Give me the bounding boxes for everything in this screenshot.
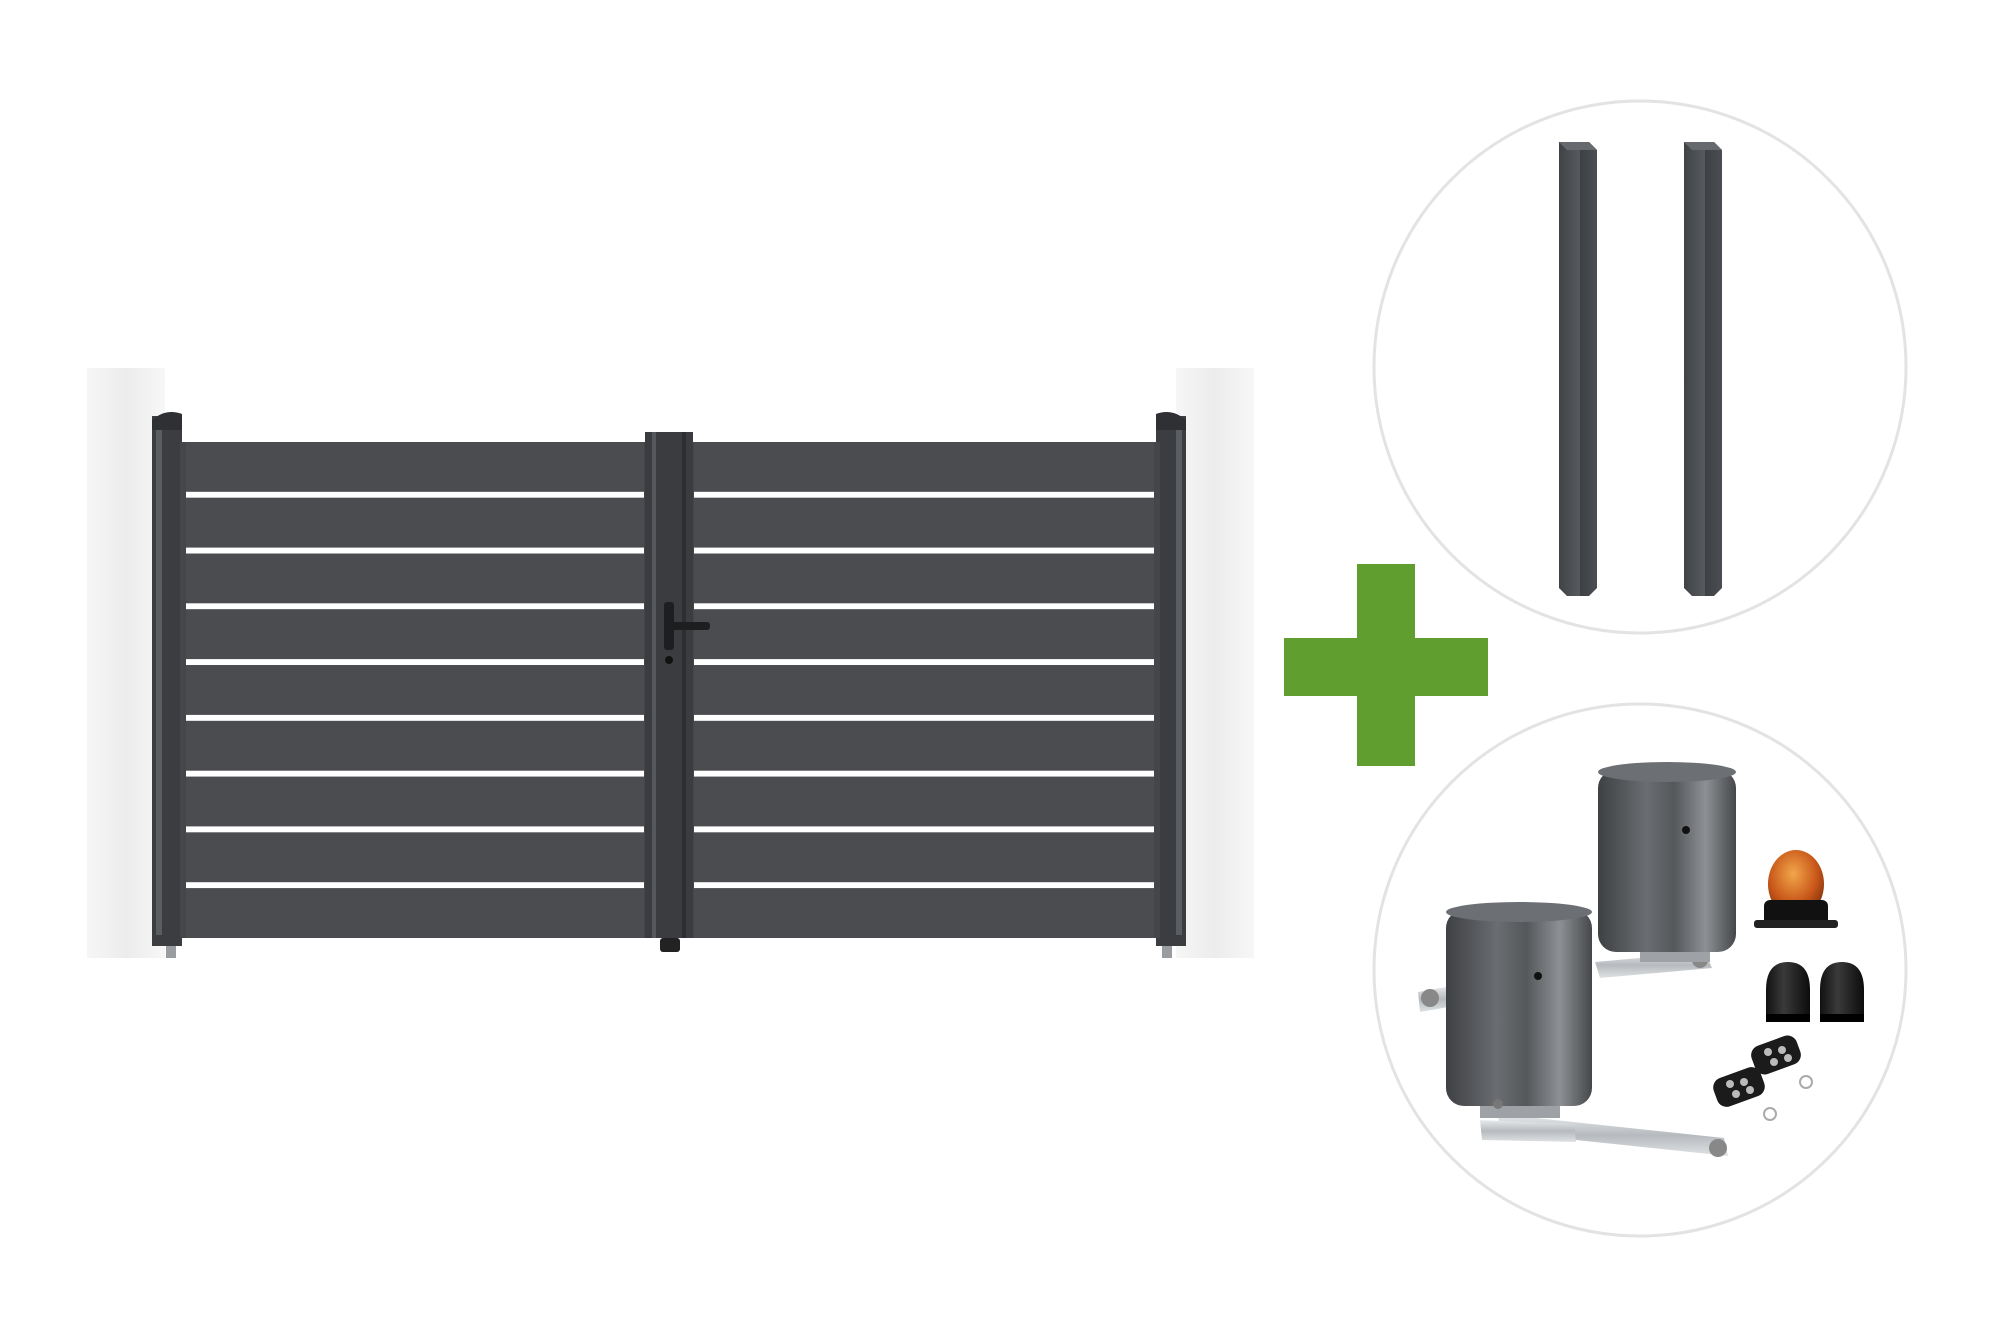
- gate-slat: [694, 832, 1154, 883]
- motor-arm-front: [1418, 986, 1728, 1157]
- posts-pair: [1372, 99, 1908, 635]
- lock-keyhole-icon: [665, 656, 673, 664]
- slat-gap: [694, 714, 1154, 721]
- gate-slat: [186, 832, 644, 883]
- slat-gap: [694, 826, 1154, 833]
- photocell-right: [1820, 962, 1864, 1022]
- gate-slat: [186, 888, 644, 938]
- gate-slat: [186, 776, 644, 827]
- gate-slat: [694, 665, 1154, 715]
- slat-gap: [694, 770, 1154, 777]
- motor-kit: [1372, 702, 1908, 1238]
- remote-control-front: [1713, 1067, 1777, 1121]
- slat-gap: [694, 547, 1154, 554]
- gate-slat: [186, 665, 644, 715]
- slat-gap: [186, 714, 644, 721]
- slat-gap: [694, 491, 1154, 498]
- slat-gap: [186, 491, 644, 498]
- right-pillar: [1176, 368, 1254, 958]
- photocell-left: [1766, 962, 1810, 1022]
- slat-gap: [694, 603, 1154, 610]
- slat-gap: [186, 547, 644, 554]
- motor-front: [1446, 902, 1592, 1118]
- plus-icon: [1284, 564, 1488, 766]
- gate-slat: [186, 720, 644, 771]
- gate-slat: [694, 609, 1154, 660]
- gate-slat: [186, 497, 644, 548]
- gate-slat: [694, 720, 1154, 771]
- gate-slat: [186, 609, 644, 660]
- gate-slat: [694, 553, 1154, 604]
- left-leaf-slats: [186, 442, 644, 938]
- motor-back: [1598, 762, 1736, 962]
- slat-gap: [186, 659, 644, 666]
- gate-slat: [186, 553, 644, 604]
- slat-gap: [186, 882, 644, 889]
- slat-gap: [186, 770, 644, 777]
- post-left: [1559, 142, 1597, 596]
- remote-control-back: [1751, 1035, 1813, 1089]
- post-right: [1684, 142, 1722, 596]
- gate-double-leaf: [87, 368, 1254, 958]
- slat-gap: [694, 659, 1154, 666]
- warning-lamp-icon: [1754, 850, 1838, 928]
- gate-slat: [694, 776, 1154, 827]
- gate-slat: [694, 442, 1154, 492]
- right-leaf-slats: [694, 442, 1154, 938]
- gate-slat: [694, 497, 1154, 548]
- gate-slat: [186, 442, 644, 492]
- slat-gap: [186, 826, 644, 833]
- slat-gap: [694, 882, 1154, 889]
- slat-gap: [186, 603, 644, 610]
- gate-slat: [694, 888, 1154, 938]
